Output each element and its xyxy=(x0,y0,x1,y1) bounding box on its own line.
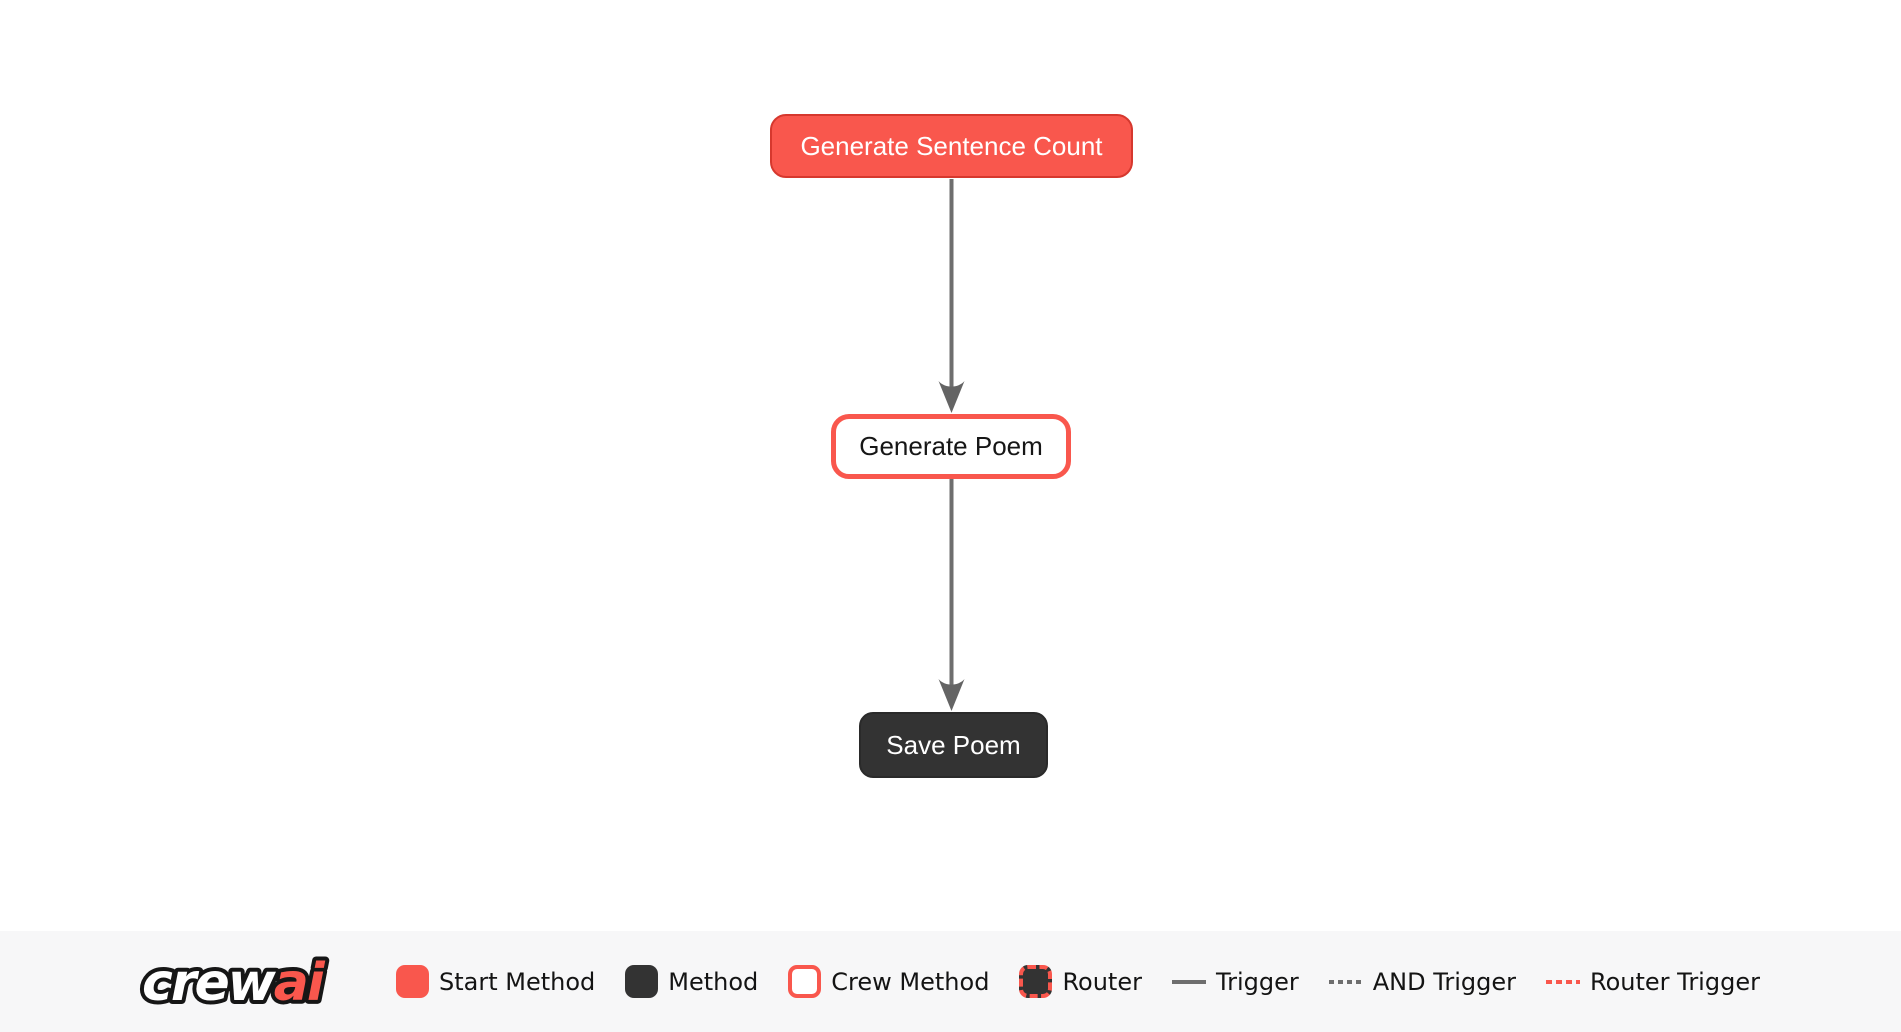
legend-item-label: Router xyxy=(1062,967,1142,996)
legend-item-start-method: Start Method xyxy=(396,965,595,998)
crewai-logo-icon: crewai xyxy=(138,949,332,1017)
node-save-poem[interactable]: Save Poem xyxy=(859,712,1048,778)
legend-item-and-trigger: AND Trigger xyxy=(1328,967,1517,996)
legend-item-router-trigger: Router Trigger xyxy=(1546,968,1760,996)
start-method-swatch-icon xyxy=(396,965,429,998)
edge-trigger-1[interactable] xyxy=(938,179,965,413)
arrowhead-icon xyxy=(938,679,965,711)
node-generate-sentence-count[interactable]: Generate Sentence Count xyxy=(770,114,1133,178)
crewai-logo: crewai xyxy=(138,944,366,1020)
node-label: Generate Poem xyxy=(859,431,1043,461)
node-generate-poem[interactable]: Generate Poem xyxy=(831,414,1071,479)
legend-item-label: Crew Method xyxy=(831,967,990,996)
legend-item-label: Start Method xyxy=(439,967,596,996)
legend-item-label: Method xyxy=(668,967,759,996)
router-swatch-icon xyxy=(1019,965,1053,998)
legend-item-label: Router Trigger xyxy=(1590,967,1760,996)
edge-trigger-2[interactable] xyxy=(938,479,965,711)
arrowhead-icon xyxy=(938,381,965,413)
trigger-line-icon xyxy=(1171,979,1206,984)
svg-text:crewai: crewai xyxy=(142,953,326,1013)
crew-method-swatch-icon xyxy=(788,965,822,998)
legend-item-label: AND Trigger xyxy=(1372,967,1517,996)
legend-bar: crewai Start Method Method Crew Method R… xyxy=(0,931,1901,1032)
method-swatch-icon xyxy=(625,965,659,998)
legend-item-crew-method: Crew Method xyxy=(788,965,989,998)
and-trigger-line-icon xyxy=(1328,979,1363,984)
router-trigger-line-icon xyxy=(1546,979,1581,984)
flow-canvas[interactable]: Generate Sentence Count Generate Poem Sa… xyxy=(0,0,1901,931)
legend-item-trigger: Trigger xyxy=(1171,967,1299,996)
node-label: Save Poem xyxy=(886,729,1021,760)
node-label: Generate Sentence Count xyxy=(800,130,1103,161)
legend-item-method: Method xyxy=(625,965,758,998)
legend-item-label: Trigger xyxy=(1215,967,1299,996)
legend-item-router: Router xyxy=(1019,965,1142,998)
